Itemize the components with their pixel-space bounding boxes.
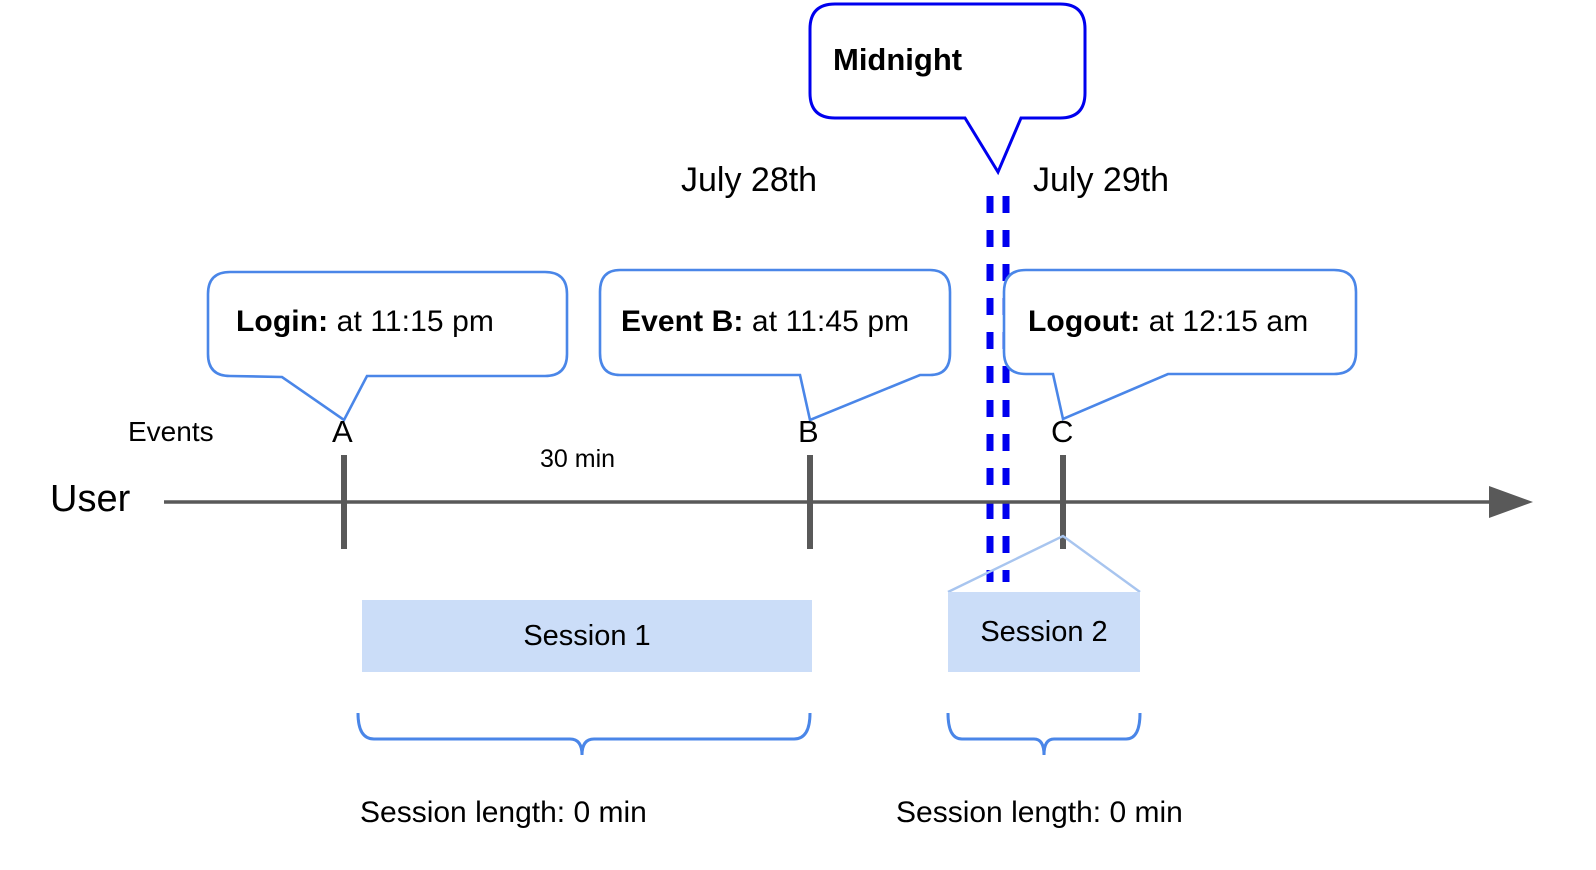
event-b-callout-shape: [598, 268, 952, 422]
logout-callout-shape: [1002, 268, 1358, 421]
event-letter-a: A: [332, 414, 353, 449]
event-b-callout-rest: at 11:45 pm: [743, 305, 910, 338]
login-callout-bold: Login:: [236, 305, 329, 338]
login-callout-text: Login: at 11:15 pm: [236, 307, 494, 337]
session-1-brace-path: [356, 712, 812, 756]
midnight-boundary-lines: [986, 196, 1010, 582]
date-label-july-29: July 29th: [1033, 161, 1170, 199]
user-row-label: User: [50, 478, 131, 520]
logout-bubble-outline: [1002, 268, 1358, 421]
midnight-label: Midnight: [833, 42, 963, 77]
gap-duration-label: 30 min: [540, 445, 616, 473]
session-2-connector: [947, 534, 1141, 594]
session-2-funnel-lines: [947, 534, 1141, 594]
session-1-bar: Session 1: [362, 600, 812, 672]
timeline-axis: [164, 455, 1533, 549]
events-row-label: Events: [128, 416, 214, 447]
session-1-label: Session 1: [523, 619, 651, 652]
login-callout-shape: [206, 270, 569, 422]
login-bubble-outline: [206, 270, 569, 422]
session-2-brace: [946, 712, 1142, 756]
logout-callout-rest: at 12:15 am: [1140, 305, 1309, 338]
session-1-length-label: Session length: 0 min: [360, 796, 647, 829]
event-b-bubble-outline: [598, 268, 952, 422]
session-2-length-label: Session length: 0 min: [896, 796, 1183, 829]
midnight-bubble-outline: [808, 2, 1087, 176]
login-callout-rest: at 11:15 pm: [328, 305, 494, 338]
session-2-bar: Session 2: [948, 592, 1140, 672]
date-label-july-28: July 28th: [681, 161, 818, 199]
session-2-label: Session 2: [980, 615, 1108, 648]
logout-callout-bold: Logout:: [1028, 305, 1141, 338]
midnight-callout-shape: [808, 2, 1087, 176]
event-b-callout-text: Event B: at 11:45 pm: [621, 307, 909, 337]
session-1-brace: [356, 712, 812, 756]
event-letter-b: B: [798, 414, 819, 449]
logout-callout-text: Logout: at 12:15 am: [1028, 307, 1308, 337]
event-b-callout-bold: Event B:: [621, 305, 744, 338]
timeline-arrow-head: [1489, 486, 1533, 518]
event-letter-c: C: [1051, 414, 1074, 449]
session-2-brace-path: [946, 712, 1142, 756]
